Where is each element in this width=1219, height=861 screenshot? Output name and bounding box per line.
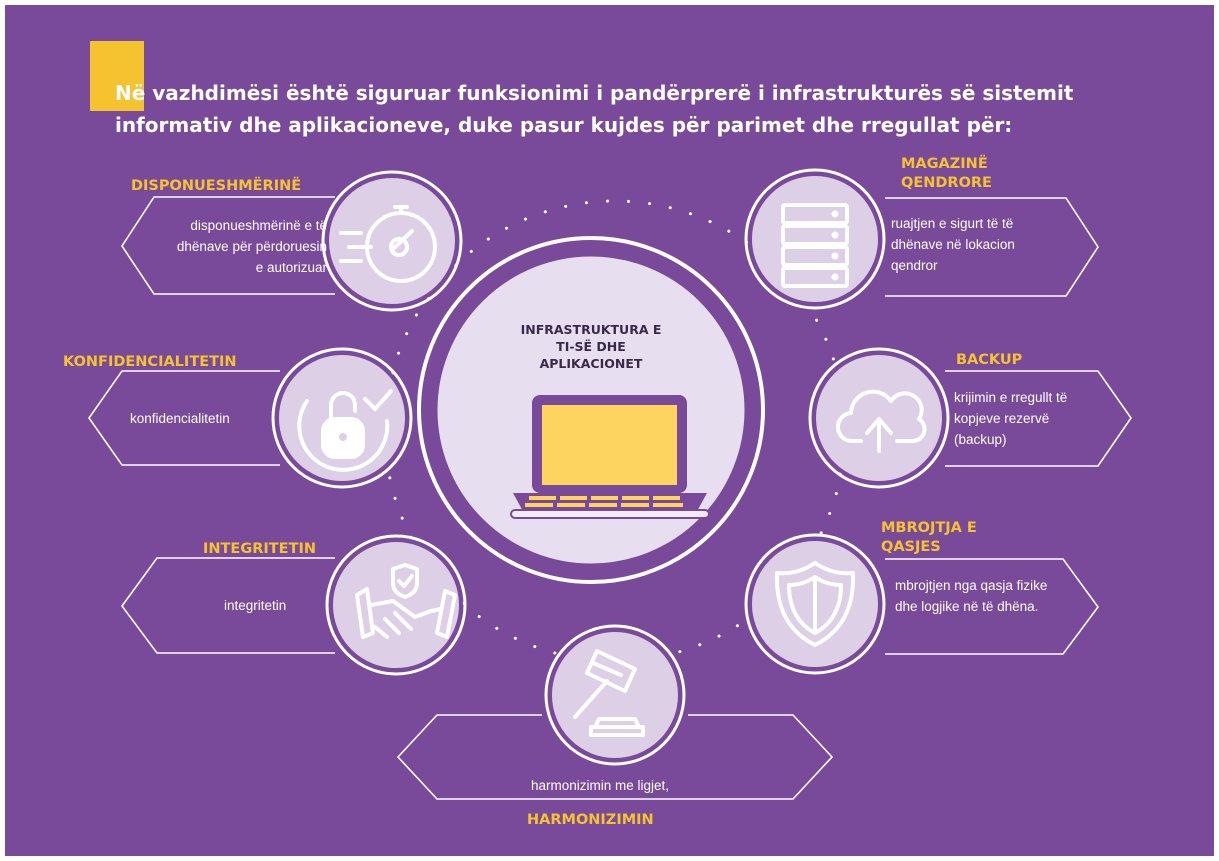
arrow-box-disponueshmeria [121, 196, 335, 295]
arrow-box-integriteti [121, 557, 335, 654]
desc-harmonizimi: harmonizimin me ligjet, [531, 778, 670, 793]
desc-integriteti: integritetin [224, 598, 287, 613]
label-harmonizimi: HARMONIZIMIN [527, 812, 654, 828]
stopwatch-icon [339, 205, 437, 283]
node-konfidencialiteti [271, 347, 413, 489]
laptop-icon [510, 395, 710, 519]
desc-magazina: ruajtjen e sigurt të të dhënave në lokac… [891, 216, 1015, 273]
headline-line-2: informativ dhe aplikacioneve, duke pasur… [115, 113, 1013, 137]
label-mbrojtja: MBROJTJA E QASJES [881, 519, 977, 557]
label-konfidencialiteti: KONFIDENCIALITETIN [63, 354, 237, 370]
node-magazina [744, 168, 886, 310]
label-magazina-line-2: QENDRORE [901, 175, 992, 191]
node-backup [808, 347, 950, 489]
arrow-box-mbrojtja [885, 558, 1099, 655]
center-title: INFRASTRUKTURA E TI-SË DHE APLIKACIONET [520, 322, 662, 371]
label-magazina: MAGAZINË QENDRORE [901, 155, 992, 193]
desc-backup: krijimin e rregullt të kopjeve rezervë (… [954, 390, 1068, 447]
desc-mbrojtja: mbrojtjen nga qasja fizike dhe logjike n… [895, 578, 1048, 614]
label-magazina-line-1: MAGAZINË [901, 156, 988, 172]
headline-line-1: Në vazhdimësi është siguruar funksionimi… [115, 81, 1074, 105]
desc-konfidencialiteti: konfidencialitetin [130, 411, 230, 426]
handshake-icon [355, 563, 457, 639]
gavel-icon [573, 649, 645, 737]
arrow-box-harmonizimi [396, 714, 834, 800]
label-backup: BACKUP [956, 352, 1023, 368]
node-harmonizimi [544, 624, 686, 766]
diagram [88, 168, 1132, 800]
headline: Në vazhdimësi është siguruar funksionimi… [115, 77, 1175, 141]
label-mbrojtja-line-1: MBROJTJA E [881, 520, 977, 536]
label-disponueshmeria: DISPONUESHMËRINË [131, 178, 302, 194]
node-integriteti [325, 534, 467, 676]
arrow-box-magazina [885, 197, 1099, 297]
shield-icon [774, 561, 856, 647]
arrow-box-backup [945, 370, 1132, 467]
infographic: Në vazhdimësi është siguruar funksionimi… [5, 5, 1214, 856]
server-icon [781, 203, 849, 288]
cloud-upload-icon [835, 389, 927, 453]
arrow-box-konfidencialiteti [88, 370, 280, 466]
label-mbrojtja-line-2: QASJES [881, 539, 941, 555]
node-mbrojtja [744, 533, 886, 675]
node-disponueshmeria [321, 170, 463, 312]
label-integriteti: INTEGRITETIN [203, 541, 317, 557]
accent-block [90, 41, 144, 111]
padlock-check-icon [297, 389, 393, 472]
desc-disponueshmeria: disponueshmërinë e të dhënave për përdor… [176, 218, 327, 275]
